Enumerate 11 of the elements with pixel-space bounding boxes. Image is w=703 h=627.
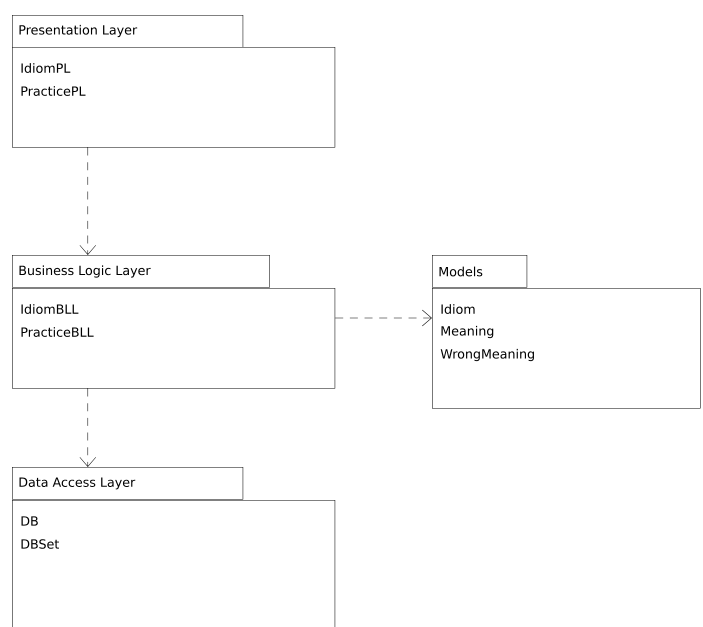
package-tab: Models [432, 255, 528, 288]
package-body: IdiomPL PracticePL [12, 47, 336, 148]
dependency-arrow [334, 310, 432, 326]
package-body: DB DBSet [12, 500, 336, 627]
dependency-arrow [80, 147, 96, 255]
package-tab: Data Access Layer [12, 467, 244, 500]
package-body: IdiomBLL PracticeBLL [12, 288, 336, 389]
package-tab: Business Logic Layer [12, 255, 270, 288]
package-tab: Presentation Layer [12, 15, 244, 48]
dependency-arrow [80, 388, 96, 467]
package-body: Idiom Meaning WrongMeaning [432, 288, 701, 409]
